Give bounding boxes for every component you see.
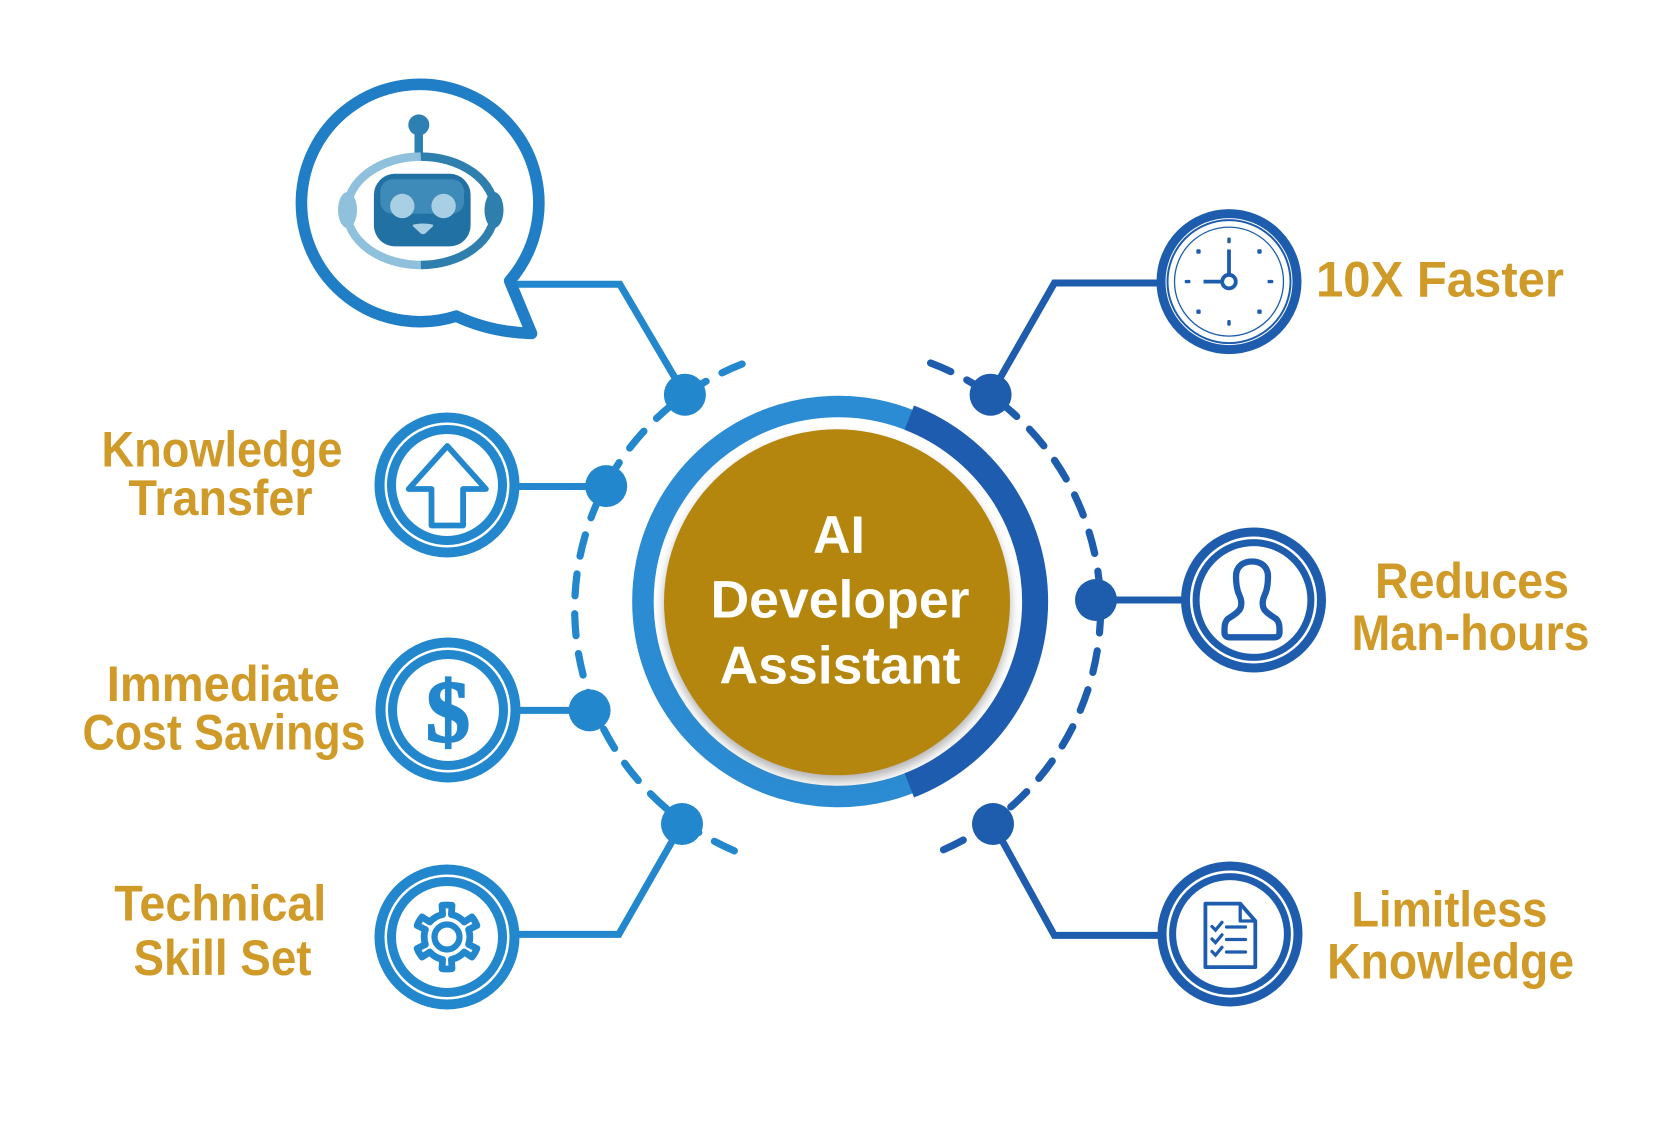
svg-text:Reduces: Reduces xyxy=(1375,553,1569,609)
svg-text:Developer: Developer xyxy=(711,571,970,630)
svg-text:Technical: Technical xyxy=(114,875,326,931)
svg-text:Man-hours: Man-hours xyxy=(1352,605,1590,661)
svg-text:Assistant: Assistant xyxy=(720,636,961,695)
svg-text:Limitless: Limitless xyxy=(1351,881,1547,937)
svg-text:Immediate: Immediate xyxy=(107,656,340,712)
svg-text:Knowledge: Knowledge xyxy=(1327,934,1574,990)
svg-text:10X Faster: 10X Faster xyxy=(1316,252,1564,308)
svg-text:Cost Savings: Cost Savings xyxy=(83,704,366,760)
svg-text:Skill Set: Skill Set xyxy=(134,930,312,986)
svg-text:Transfer: Transfer xyxy=(129,470,313,526)
svg-text:Knowledge: Knowledge xyxy=(102,422,343,478)
svg-text:AI: AI xyxy=(813,506,865,565)
svg-text:$: $ xyxy=(426,664,470,761)
